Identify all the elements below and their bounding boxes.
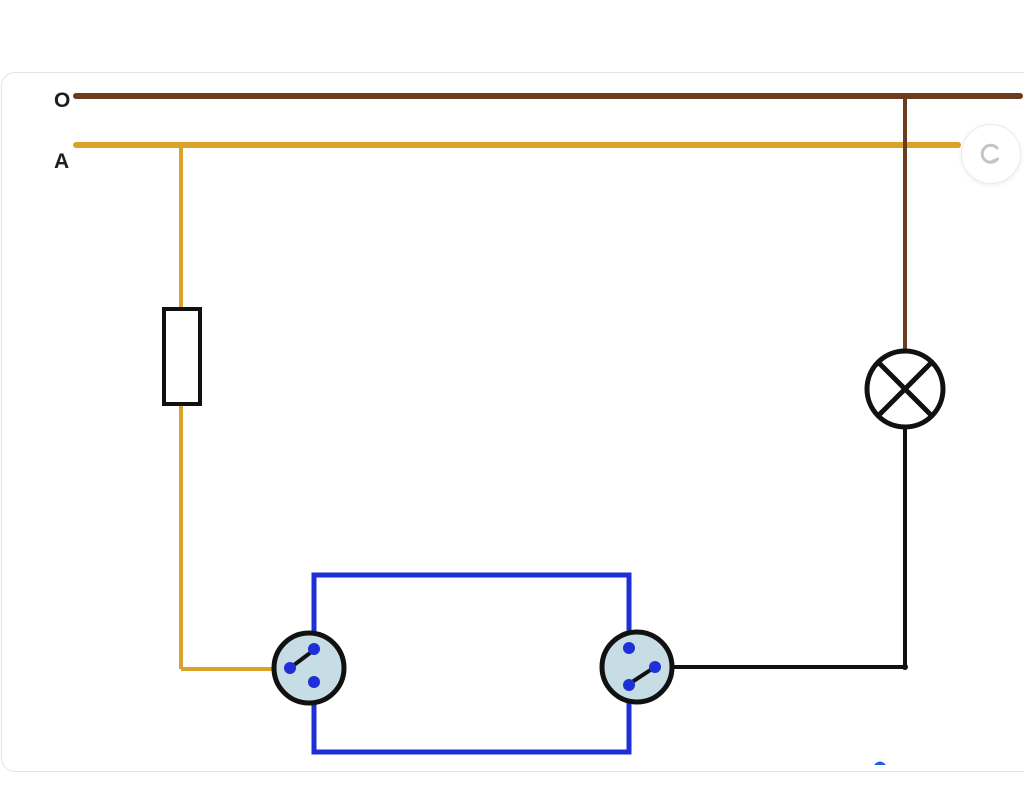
right-switch-common-terminal — [649, 661, 661, 673]
return-junction — [902, 664, 908, 670]
neutral-line-label: O — [54, 89, 71, 112]
stray-mark — [874, 761, 886, 765]
right-switch-lower-terminal — [623, 679, 635, 691]
left-switch-upper-terminal — [308, 643, 320, 655]
right-switch-upper-terminal — [623, 642, 635, 654]
phase-junction — [178, 142, 184, 148]
traveller-wires — [311, 572, 632, 755]
left-two-way-switch — [271, 630, 347, 706]
right-two-way-switch — [599, 629, 675, 705]
diagram-card — [1, 72, 1024, 772]
neutral-junction — [902, 93, 908, 99]
reload-button[interactable] — [961, 124, 1021, 184]
left-switch-common-terminal — [284, 662, 296, 674]
left-switch-lower-terminal — [308, 676, 320, 688]
phase-line-label: A — [54, 150, 70, 173]
lamp — [864, 348, 946, 430]
reload-icon — [980, 143, 999, 164]
fuse — [162, 307, 202, 406]
